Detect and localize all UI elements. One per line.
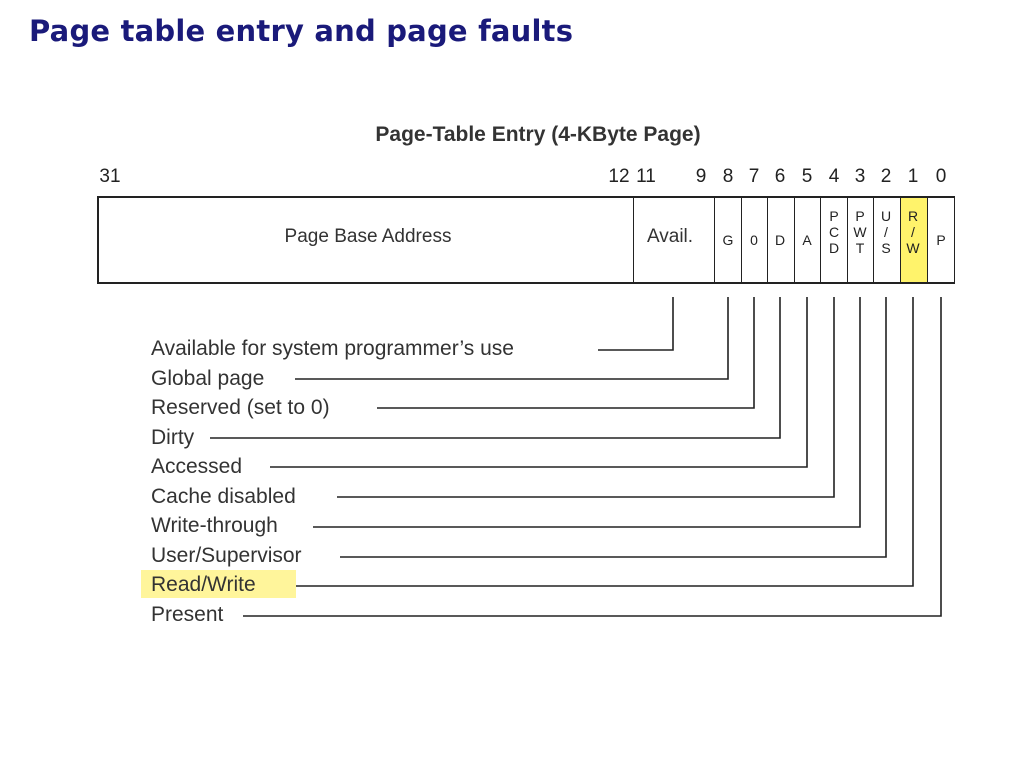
cell-divider bbox=[820, 197, 821, 283]
bit-number-4: 4 bbox=[828, 166, 840, 187]
legend-dirty: Dirty bbox=[151, 426, 195, 449]
page-table-entry-box bbox=[97, 196, 955, 284]
field-g: G bbox=[722, 232, 734, 248]
field-rw-char: R bbox=[907, 208, 919, 224]
cell-divider bbox=[927, 197, 928, 283]
field-pcd: P C D bbox=[821, 208, 847, 256]
field-reserved-zero: 0 bbox=[750, 232, 758, 248]
field-a: A bbox=[802, 232, 812, 248]
field-page-base-address: Page Base Address bbox=[284, 226, 452, 247]
legend-write-through: Write-through bbox=[151, 514, 278, 537]
field-rw: R / W bbox=[900, 208, 926, 256]
leader-user-supervisor bbox=[340, 297, 887, 558]
cell-divider bbox=[767, 197, 768, 283]
field-rw-char: / bbox=[911, 224, 915, 240]
bit-number-2: 2 bbox=[880, 166, 892, 187]
slide-title: Page table entry and page faults bbox=[29, 14, 574, 48]
field-pcd-char: C bbox=[828, 224, 840, 240]
rw-cell-highlight bbox=[900, 197, 927, 283]
cell-divider bbox=[633, 197, 634, 283]
field-p: P bbox=[936, 232, 946, 248]
field-pcd-char: D bbox=[828, 240, 840, 256]
bit-number-11: 11 bbox=[636, 166, 656, 187]
leader-present bbox=[243, 297, 942, 617]
legend-present: Present bbox=[151, 603, 224, 626]
bit-number-3: 3 bbox=[854, 166, 866, 187]
cell-divider bbox=[873, 197, 874, 283]
leader-reserved bbox=[377, 297, 755, 409]
field-us-char: / bbox=[884, 224, 888, 240]
cell-divider bbox=[741, 197, 742, 283]
legend-read-write: Read/Write bbox=[151, 573, 256, 596]
legend-reserved: Reserved (set to 0) bbox=[151, 396, 330, 419]
legend-global-page: Global page bbox=[151, 367, 265, 390]
bit-number-7: 7 bbox=[748, 166, 760, 187]
cell-divider bbox=[714, 197, 715, 283]
field-rw-char: W bbox=[906, 240, 920, 256]
bit-number-31: 31 bbox=[99, 166, 121, 187]
leader-dirty bbox=[210, 297, 781, 439]
leader-accessed bbox=[270, 297, 808, 468]
leader-global bbox=[295, 297, 729, 380]
bit-number-5: 5 bbox=[801, 166, 813, 187]
field-pwt-char: W bbox=[853, 224, 867, 240]
legend-available: Available for system programmer’s use bbox=[151, 337, 514, 360]
cell-divider bbox=[847, 197, 848, 283]
field-us-char: U bbox=[880, 208, 892, 224]
diagram-caption: Page-Table Entry (4-KByte Page) bbox=[375, 123, 701, 146]
bit-number-12: 12 bbox=[608, 166, 630, 187]
cell-divider bbox=[794, 197, 795, 283]
bit-number-8: 8 bbox=[722, 166, 734, 187]
leader-avail bbox=[598, 297, 674, 351]
field-pwt: P W T bbox=[847, 208, 873, 256]
cell-divider bbox=[900, 197, 901, 283]
field-pwt-char: P bbox=[855, 208, 865, 224]
bit-number-0: 0 bbox=[935, 166, 947, 187]
field-d: D bbox=[774, 232, 786, 248]
bit-number-1: 1 bbox=[907, 166, 919, 187]
field-pwt-char: T bbox=[855, 240, 865, 256]
read-write-highlight bbox=[141, 570, 296, 598]
field-pcd-char: P bbox=[829, 208, 839, 224]
field-us: U / S bbox=[873, 208, 899, 256]
legend-user-supervisor: User/Supervisor bbox=[151, 544, 302, 567]
leader-cache-disabled bbox=[337, 297, 835, 498]
bit-number-9: 9 bbox=[695, 166, 707, 187]
legend-accessed: Accessed bbox=[151, 455, 243, 478]
field-us-char: S bbox=[881, 240, 891, 256]
leader-write-through bbox=[313, 297, 861, 528]
field-avail: Avail. bbox=[646, 226, 694, 247]
bit-number-6: 6 bbox=[774, 166, 786, 187]
leader-read-write bbox=[285, 297, 914, 587]
legend-cache-disabled: Cache disabled bbox=[151, 485, 296, 508]
